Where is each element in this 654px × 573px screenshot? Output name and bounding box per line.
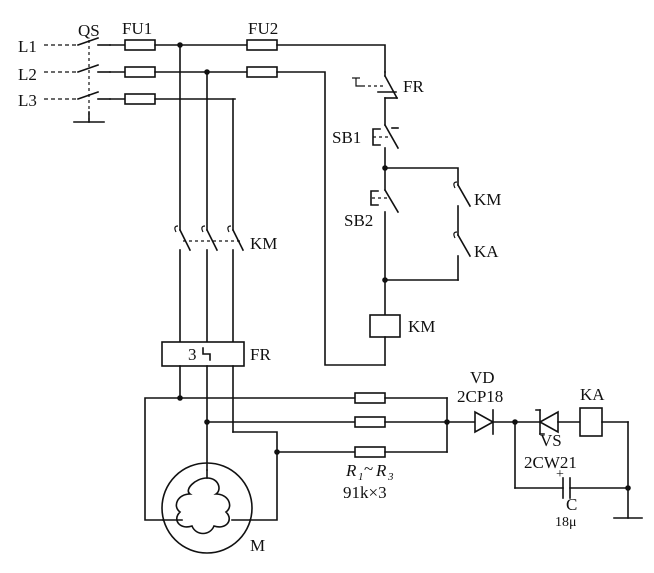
km-hold-contact: KM <box>453 181 501 236</box>
fuse-fu2-bottom <box>246 66 278 78</box>
ka-contact: KA <box>384 231 499 281</box>
label-km-main: KM <box>250 234 277 253</box>
capacitor-c: + C 18μ <box>514 467 631 530</box>
label-motor: M <box>250 536 265 555</box>
fuse-fu1-l3 <box>124 93 156 105</box>
label-l3: L3 <box>18 91 37 110</box>
fr-nc-contact: FR <box>352 71 424 126</box>
ka-coil: KA <box>579 385 629 519</box>
fu2-fuses: FU2 <box>246 19 278 78</box>
fuse-fu1-l1 <box>124 39 156 51</box>
label-vs-model: 2CW21 <box>524 453 577 472</box>
label-r-tilde: ~ <box>364 459 373 478</box>
label-r-sub3: 3 <box>387 471 394 483</box>
label-l1: L1 <box>18 37 37 56</box>
km-main-contacts: KM <box>174 225 277 343</box>
fr-thermal-relay: 3 FR <box>161 341 271 367</box>
label-sb2: SB2 <box>344 211 373 230</box>
label-ka-contact: KA <box>474 242 499 261</box>
label-l2: L2 <box>18 65 37 84</box>
label-r-value: 91k×3 <box>343 483 387 502</box>
fu1-fuses: FU1 <box>109 19 156 105</box>
label-fr-num: 3 <box>188 345 197 364</box>
label-c: C <box>566 495 577 514</box>
label-vd: VD <box>470 368 495 387</box>
label-fr-nc: FR <box>403 77 424 96</box>
label-r2: R <box>375 461 387 480</box>
line-inputs: L1 L2 L3 <box>18 37 78 110</box>
label-vs: VS <box>540 431 562 450</box>
label-fu1: FU1 <box>122 19 152 38</box>
label-fu2: FU2 <box>248 19 278 38</box>
sb2-button: SB2 <box>344 167 400 316</box>
vs-zener-diode: VS 2CW21 <box>514 409 581 472</box>
fuse-fu2-top <box>246 39 278 51</box>
label-fr-relay: FR <box>250 345 271 364</box>
label-r-sub1: 1 <box>358 471 364 483</box>
svg-text:+: + <box>556 467 564 482</box>
label-r: R <box>345 461 357 480</box>
km-coil: KM <box>369 314 435 366</box>
fuse-fu1-l2 <box>124 66 156 78</box>
motor-m: M <box>161 462 265 555</box>
vd-diode: VD 2CP18 <box>446 368 516 435</box>
label-km-coil: KM <box>408 317 435 336</box>
label-qs: QS <box>78 21 100 40</box>
label-km-hold: KM <box>474 190 501 209</box>
label-sb1: SB1 <box>332 128 361 147</box>
label-ka-coil: KA <box>580 385 605 404</box>
label-c-value: 18μ <box>555 515 577 530</box>
resistors-r1-r3: R 1 ~ R 3 91k×3 <box>177 392 450 502</box>
sb1-button: SB1 <box>332 123 400 169</box>
qs-switch: QS <box>73 21 111 123</box>
label-vd-model: 2CP18 <box>457 387 503 406</box>
